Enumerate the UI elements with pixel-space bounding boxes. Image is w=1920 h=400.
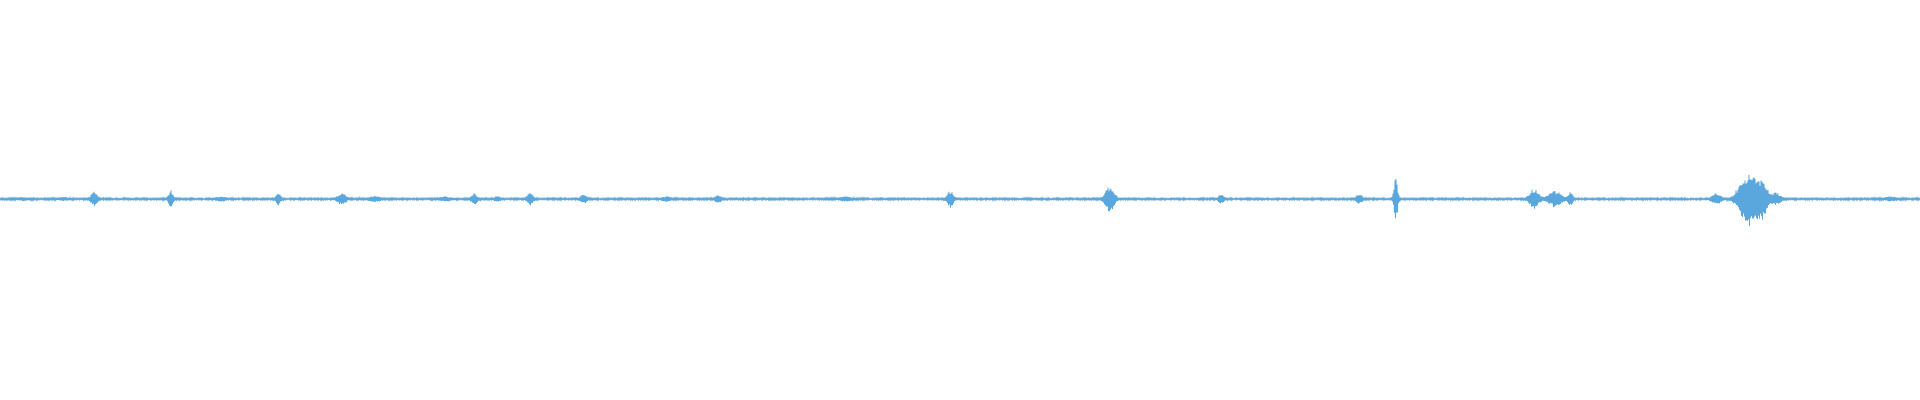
- waveform-line-0: [0, 174, 1920, 226]
- waveform-series-group: [0, 174, 1920, 226]
